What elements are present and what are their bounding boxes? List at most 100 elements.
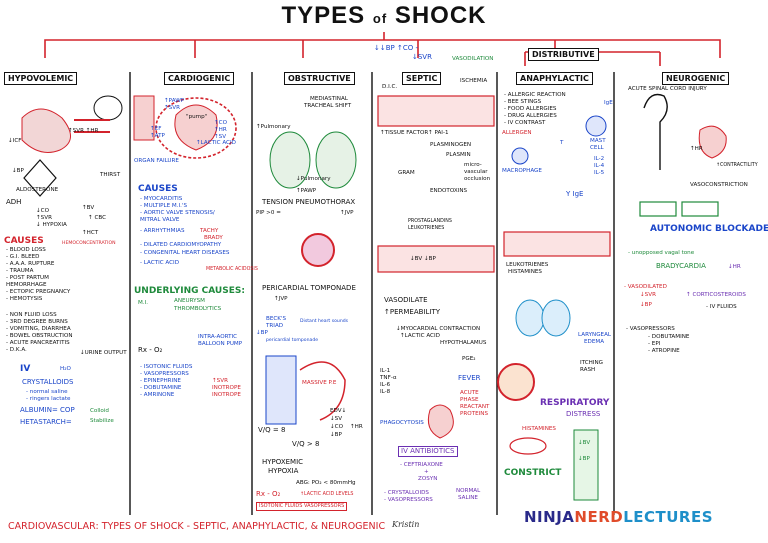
septic-pge2: PGE₂ — [462, 356, 476, 362]
hypo-nonfluid: - ACUTE PANCREATITIS — [6, 340, 70, 346]
septic-fluids: - CRYSTALLOIDS — [384, 490, 429, 496]
top-note-bp-co: ↓↓BP ↑CO - — [374, 44, 418, 52]
neuro-vasopressor: - DOBUTAMINE — [648, 334, 690, 340]
obs-beck: TRIAD — [266, 323, 284, 329]
ana-mast: CELL — [590, 145, 604, 151]
header-obstructive: OBSTRUCTIVE — [284, 72, 355, 85]
neuro-label: VASOCONSTRICTION — [690, 182, 748, 188]
ana-edema: EDEMA — [584, 339, 605, 345]
hypo-urine: ↓URINE OUTPUT — [80, 350, 127, 356]
obs-label: ↓SV — [330, 416, 343, 422]
neuro-hr: ↓HR — [728, 264, 741, 270]
hypo-h2o: H₂O — [60, 366, 71, 372]
cardio-tx-effect: INOTROPE — [212, 392, 241, 398]
obs-label: ↑PAWP — [296, 188, 317, 194]
logo-word-ninja: NINJA — [524, 508, 575, 526]
ana-distress: DISTRESS — [566, 410, 601, 418]
hypo-label-bv: ↑BV — [82, 205, 95, 211]
cardio-metabolic-acidosis: METABOLIC ACIDOSIS — [206, 267, 258, 272]
hypo-tx: - normal saline — [26, 389, 68, 395]
neuro-vasodilated: - VASODILATED — [624, 284, 667, 290]
septic-acute: ACUTE — [460, 390, 479, 396]
obs-beck: BECK'S — [266, 316, 287, 322]
obs-abg: ABG: PO₂ < 80mmHg — [296, 480, 356, 486]
header-cardiogenic: CARDIOGENIC — [164, 72, 235, 85]
title-word-shock: SHOCK — [394, 2, 487, 29]
hypo-cause: - BLOOD LOSS — [6, 247, 46, 253]
header-hypovolemic: HYPOVOLEMIC — [4, 72, 78, 85]
hypo-label-svr: ↑SVR — [36, 215, 52, 221]
cardio-tx: - DOBUTAMINE — [140, 385, 182, 391]
cardio-label: ↑LACTIC ACID — [196, 140, 236, 146]
obs-label: ↓Pulmonary — [296, 176, 331, 182]
cardio-label: ↑SVR — [164, 105, 180, 111]
hypo-cause: - A.A.A. RUPTURE — [6, 261, 55, 267]
neuro-bradycardia: BRADYCARDIA — [656, 262, 706, 270]
septic-acute: PROTEINS — [460, 411, 488, 417]
septic-micro: occlusion — [464, 176, 491, 182]
septic-il: IL-1 — [380, 368, 391, 374]
neuro-vasopressor: - EPI — [648, 341, 661, 347]
septic-plasminogen: PLASMINOGEN — [430, 142, 472, 148]
ana-leukotrienes: LEUKOTRIENES — [506, 262, 549, 268]
neuro-bp: ↓BP — [640, 302, 652, 308]
obs-label: ↑HR — [350, 424, 363, 430]
septic-gram: GRAM — [398, 170, 415, 176]
septic-micro: micro- — [464, 162, 482, 168]
hypo-nonfluid: - D.K.A. — [6, 347, 27, 353]
septic-leukotrienes: LEUKOTRIENES — [408, 226, 445, 231]
septic-abx-title: IV ANTIBIOTICS — [398, 446, 458, 457]
ana-allergen: ALLERGEN — [502, 130, 532, 136]
cardio-causes-title: CAUSES — [138, 184, 178, 194]
septic-acute: REACTANT — [460, 404, 490, 410]
ana-mast: MAST — [590, 138, 606, 144]
author-signature: Kristin — [392, 520, 420, 529]
top-note-vasodilation: VASODILATION — [452, 56, 494, 62]
cardio-label: ↑ATP — [150, 133, 165, 139]
ana-laryngeal: LARYNGEAL — [578, 332, 612, 338]
septic-endotoxins: ENDOTOXINS — [430, 188, 468, 194]
septic-ischemia: ISCHEMIA — [460, 78, 488, 84]
hypo-cause: - G.I. BLEED — [6, 254, 40, 260]
hypo-label-co: ↓CO — [36, 208, 49, 214]
brand-logo: NINJANERDLECTURES — [524, 508, 713, 526]
hypo-label-bp: ↓BP — [12, 168, 24, 174]
title-word-types: TYPES — [281, 2, 366, 29]
hypo-tx: CRYSTALLOIDS — [22, 378, 74, 386]
neuro-ivf: - IV FLUIDS — [706, 304, 737, 310]
header-anaphylactic: ANAPHYLACTIC — [516, 72, 593, 85]
septic-plasmin: PLASMIN — [446, 152, 471, 158]
cardio-iabp: BALLOON PUMP — [198, 341, 243, 347]
hypo-nonfluid: - NON FLUID LOSS — [6, 312, 57, 318]
hypo-tx: HETASTARCH= — [20, 418, 72, 426]
septic-myocardial: ↓MYOCARDIAL CONTRACTION — [396, 326, 481, 332]
septic-prostaglandins: PROSTAGLANDINS — [408, 219, 452, 224]
obs-beck-item: Distant heart sounds — [300, 319, 349, 324]
hypo-nonfluid: - VOMITING, DIARRHEA — [6, 326, 71, 332]
obs-label: ↓BP — [330, 432, 342, 438]
obs-mediastinal: MEDIASTINAL — [310, 96, 348, 102]
hypo-colloid: Colloid — [90, 408, 109, 414]
neuro-label: ↑HR — [690, 146, 703, 152]
ana-tcell: T — [560, 140, 564, 146]
ana-trigger: - IV CONTRAST — [504, 120, 546, 126]
logo-word-nerd: NERD — [574, 508, 624, 526]
hypo-iv: IV — [20, 364, 31, 374]
cardio-iabp: INTRA-AORTIC — [198, 334, 238, 340]
hypo-hemoconcentration: HEMOCONCENTRATION — [62, 241, 116, 246]
hypo-causes-title: CAUSES — [4, 236, 44, 246]
cardio-pump: "pump" — [186, 114, 208, 120]
cardio-label: ↑HR — [214, 127, 227, 133]
cardio-organ-failure: ORGAN FAILURE — [134, 158, 179, 164]
septic-abx: - CEFTRIAXONE — [400, 462, 443, 468]
ana-il: IL-5 — [594, 170, 605, 176]
cardio-tx: - ISOTONIC FLUIDS — [140, 364, 193, 370]
obs-rx: Rx - O₂ — [256, 490, 281, 498]
obs-lactic: ↑LACTIC ACID LEVELS — [300, 492, 354, 497]
cardio-tx-effect: ↑SVR — [212, 378, 228, 384]
hypo-cause: - POST PARTUM — [6, 275, 49, 281]
septic-saline: SALINE — [458, 495, 478, 501]
hypo-stabilize: Stabilize — [90, 418, 114, 424]
ana-ige: IgE — [604, 100, 613, 106]
obs-jvp: ↑JVP — [340, 210, 354, 216]
